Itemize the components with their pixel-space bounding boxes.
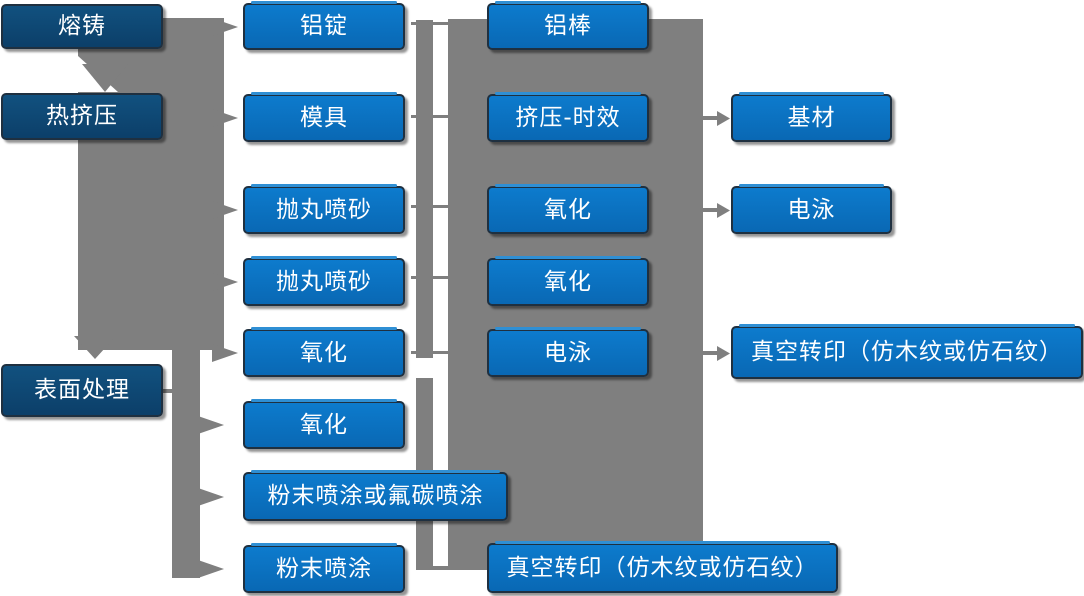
connector-shaft-to-vacuum-print [703, 351, 717, 355]
node-surface-treatment: 表面处理 [1, 364, 163, 417]
connector-mid-stub-row3 [411, 205, 448, 208]
arrowhead-to-vacuum-print-icon [717, 346, 730, 361]
arrowhead-to-electrophoresis-icon [717, 203, 730, 218]
connector-bottom-stub [433, 566, 448, 570]
connector-lower-trunk [172, 350, 200, 578]
node-oxidation-a1: 氧化 [243, 327, 405, 377]
node-hot-extrusion: 热挤压 [1, 93, 163, 140]
node-aluminum-rod: 铝棒 [487, 1, 649, 50]
arrowhead-to-shot-blast-1-icon [212, 201, 238, 219]
arrowhead-to-powder-fluorocarbon-icon [198, 488, 224, 506]
arrowhead-to-mold-icon [212, 109, 238, 127]
arrowhead-to-aluminum-ingot-icon [212, 18, 238, 36]
node-extrusion-aging: 挤压-时效 [487, 92, 649, 142]
node-powder-coating: 粉末喷涂 [243, 543, 405, 593]
connector-surface-treatment-stub [163, 389, 175, 393]
node-oxidation-a2: 氧化 [243, 399, 405, 449]
arrowhead-to-oxidation-a1-icon [212, 344, 238, 362]
node-vacuum-transfer-print-bottom: 真空转印（仿木纹或仿石纹） [487, 541, 838, 593]
node-aluminum-ingot: 铝锭 [243, 1, 405, 50]
node-powder-or-fluorocarbon-coating: 粉末喷涂或氟碳喷涂 [243, 470, 508, 521]
arrowhead-to-substrate-icon [717, 111, 730, 126]
node-electrophoresis-mid: 电泳 [487, 327, 649, 377]
connector-mid-stub-row5 [411, 351, 448, 354]
node-shot-blast-sandblast-1: 抛丸喷砂 [243, 184, 405, 234]
connector-mid-stub-row1 [411, 22, 448, 25]
node-substrate: 基材 [731, 92, 892, 142]
node-electrophoresis-final: 电泳 [731, 184, 892, 234]
node-oxidation-b1: 氧化 [487, 184, 649, 234]
arrowhead-to-powder-coating-icon [198, 560, 224, 578]
node-shot-blast-sandblast-2: 抛丸喷砂 [243, 256, 405, 306]
connector-shaft-to-substrate [703, 116, 717, 120]
node-melt-casting: 熔铸 [1, 4, 163, 49]
connector-mid-bus-upper [416, 20, 433, 358]
node-vacuum-transfer-print-right: 真空转印（仿木纹或仿石纹） [731, 324, 1083, 379]
node-mold: 模具 [243, 92, 405, 142]
connector-mid-stub-row4 [411, 276, 448, 279]
arrowhead-to-oxidation-a2-icon [198, 416, 224, 434]
connector-mid-stub-row2 [411, 115, 448, 118]
connector-shaft-to-electrophoresis [703, 208, 717, 212]
arrowhead-to-shot-blast-2-icon [212, 273, 238, 291]
node-oxidation-b2: 氧化 [487, 256, 649, 306]
